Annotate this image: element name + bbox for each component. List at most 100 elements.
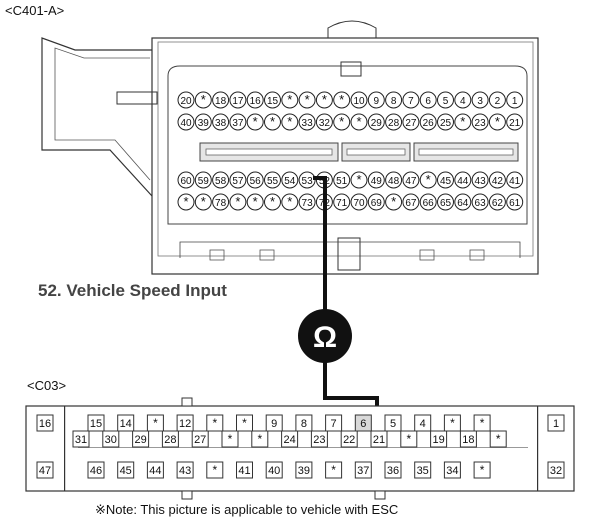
- c401-pin: *: [350, 113, 368, 131]
- c03-pin: 6: [354, 414, 372, 432]
- ohmmeter-icon: Ω: [298, 309, 352, 363]
- c401-pin-label: 27: [405, 118, 417, 129]
- c03-pin-label: 22: [343, 434, 355, 446]
- c401-pin-label: 7: [408, 96, 414, 107]
- c03-pin: 5: [384, 414, 402, 432]
- c03-pin: 21: [370, 430, 388, 448]
- c401-pin-label: 41: [509, 176, 521, 187]
- c401-pin-label: 23: [475, 118, 487, 129]
- c401-pin-label: 45: [440, 176, 452, 187]
- ohm-symbol: Ω: [313, 321, 337, 354]
- c401-pin: 23: [471, 113, 489, 131]
- c401-pin: 28: [385, 113, 403, 131]
- c03-pin: 7: [325, 414, 343, 432]
- c401-pin-label: 10: [353, 96, 365, 107]
- c401-pin-label: 78: [215, 198, 227, 209]
- c03-pin-label: 19: [432, 434, 444, 446]
- c03-pin-label: 1: [553, 418, 559, 430]
- c401-pin: 33: [298, 113, 316, 131]
- applicability-note: ※Note: This picture is applicable to veh…: [95, 502, 399, 517]
- c03-pin-label: 8: [301, 418, 307, 430]
- c401-pin-label: *: [270, 194, 275, 209]
- c401-pin-label: 2: [495, 96, 501, 107]
- c401-pin-label: 8: [391, 96, 397, 107]
- c401-pin: *: [315, 91, 333, 109]
- c401-pin-label: 28: [388, 118, 400, 129]
- c03-pin-label: 18: [462, 434, 474, 446]
- c401-pin-label: 65: [440, 198, 452, 209]
- c401-pin-label: 15: [267, 96, 279, 107]
- c03-pin-label: 41: [238, 465, 250, 477]
- c401-pin-label: 58: [215, 176, 227, 187]
- c401-pin: 58: [212, 171, 230, 189]
- c03-pin-label: 43: [179, 465, 191, 477]
- c401-pin-label: 16: [250, 96, 262, 107]
- c03-pin: 14: [117, 414, 135, 432]
- c03-pin-label: 31: [75, 434, 87, 446]
- c401-pin-label: *: [356, 172, 361, 187]
- c401-pin-label: 63: [475, 198, 487, 209]
- c401-pin-label: 69: [371, 198, 383, 209]
- c401-pin: 64: [454, 193, 472, 211]
- c03-side-pin: 16: [36, 414, 54, 432]
- c03-pin-label: 27: [194, 434, 206, 446]
- c401-pin: 57: [229, 171, 247, 189]
- c03-pin-label: *: [331, 463, 336, 477]
- c401-pin: 5: [437, 91, 454, 109]
- c03-pin: 34: [443, 461, 461, 479]
- c401-pin: 9: [367, 91, 385, 109]
- c401-pin: *: [264, 193, 281, 211]
- c03-pin-label: 4: [420, 418, 426, 430]
- c401-pin-label: *: [287, 194, 292, 209]
- c401-pin: *: [281, 193, 299, 211]
- c401-pin: 18: [212, 91, 230, 109]
- c401-pin-label: 1: [512, 96, 518, 107]
- c401-pin-label: *: [270, 114, 275, 129]
- c03-pin-label: 6: [360, 418, 366, 430]
- c03-pin: 40: [265, 461, 283, 479]
- c03-pin: 23: [310, 430, 328, 448]
- c401-pin: *: [229, 193, 247, 211]
- c03-pin-label: 12: [179, 418, 191, 430]
- c401-pin: 4: [454, 91, 472, 109]
- c401-pin: 62: [488, 193, 506, 211]
- c401-pin-label: *: [235, 194, 240, 209]
- c401-pin: 42: [488, 171, 506, 189]
- c401-pin-label: *: [287, 92, 292, 107]
- c03-pin: *: [489, 430, 507, 448]
- c401-pin-label: 20: [180, 96, 192, 107]
- c401-pin: 49: [367, 171, 385, 189]
- c401-pin: *: [281, 91, 299, 109]
- c03-pin: *: [221, 430, 239, 448]
- c401-pin: 37: [229, 113, 247, 131]
- c401-pin: 69: [367, 193, 385, 211]
- c03-pin-label: 5: [390, 418, 396, 430]
- c401-pin-label: 62: [492, 198, 504, 209]
- c401-pin: 59: [194, 171, 212, 189]
- c401-pin-label: *: [495, 114, 500, 129]
- c03-pin-label: *: [212, 416, 217, 430]
- c401-pin: 16: [246, 91, 264, 109]
- c401-pin-label: *: [339, 114, 344, 129]
- c401-pin: 65: [437, 193, 454, 211]
- c03-pin: 24: [281, 430, 299, 448]
- c401-pin-label: *: [356, 114, 361, 129]
- c401-pin: 70: [350, 193, 368, 211]
- c401-pin: *: [454, 113, 472, 131]
- c401-pin: 10: [350, 91, 368, 109]
- c401-pin: 40: [177, 113, 195, 131]
- c401-pin-label: 48: [388, 176, 400, 187]
- c401-pin-label: *: [201, 194, 206, 209]
- c03-pin: 27: [191, 430, 209, 448]
- c401-pin: *: [298, 91, 316, 109]
- c401-pin: 1: [506, 91, 524, 109]
- signal-label: 52. Vehicle Speed Input: [38, 281, 227, 300]
- c03-pin-label: 47: [39, 465, 51, 477]
- c401-pin-label: 9: [374, 96, 380, 107]
- c401-pin-label: 33: [302, 118, 314, 129]
- c03-pin-label: 28: [164, 434, 176, 446]
- c401-pin-label: 26: [423, 118, 435, 129]
